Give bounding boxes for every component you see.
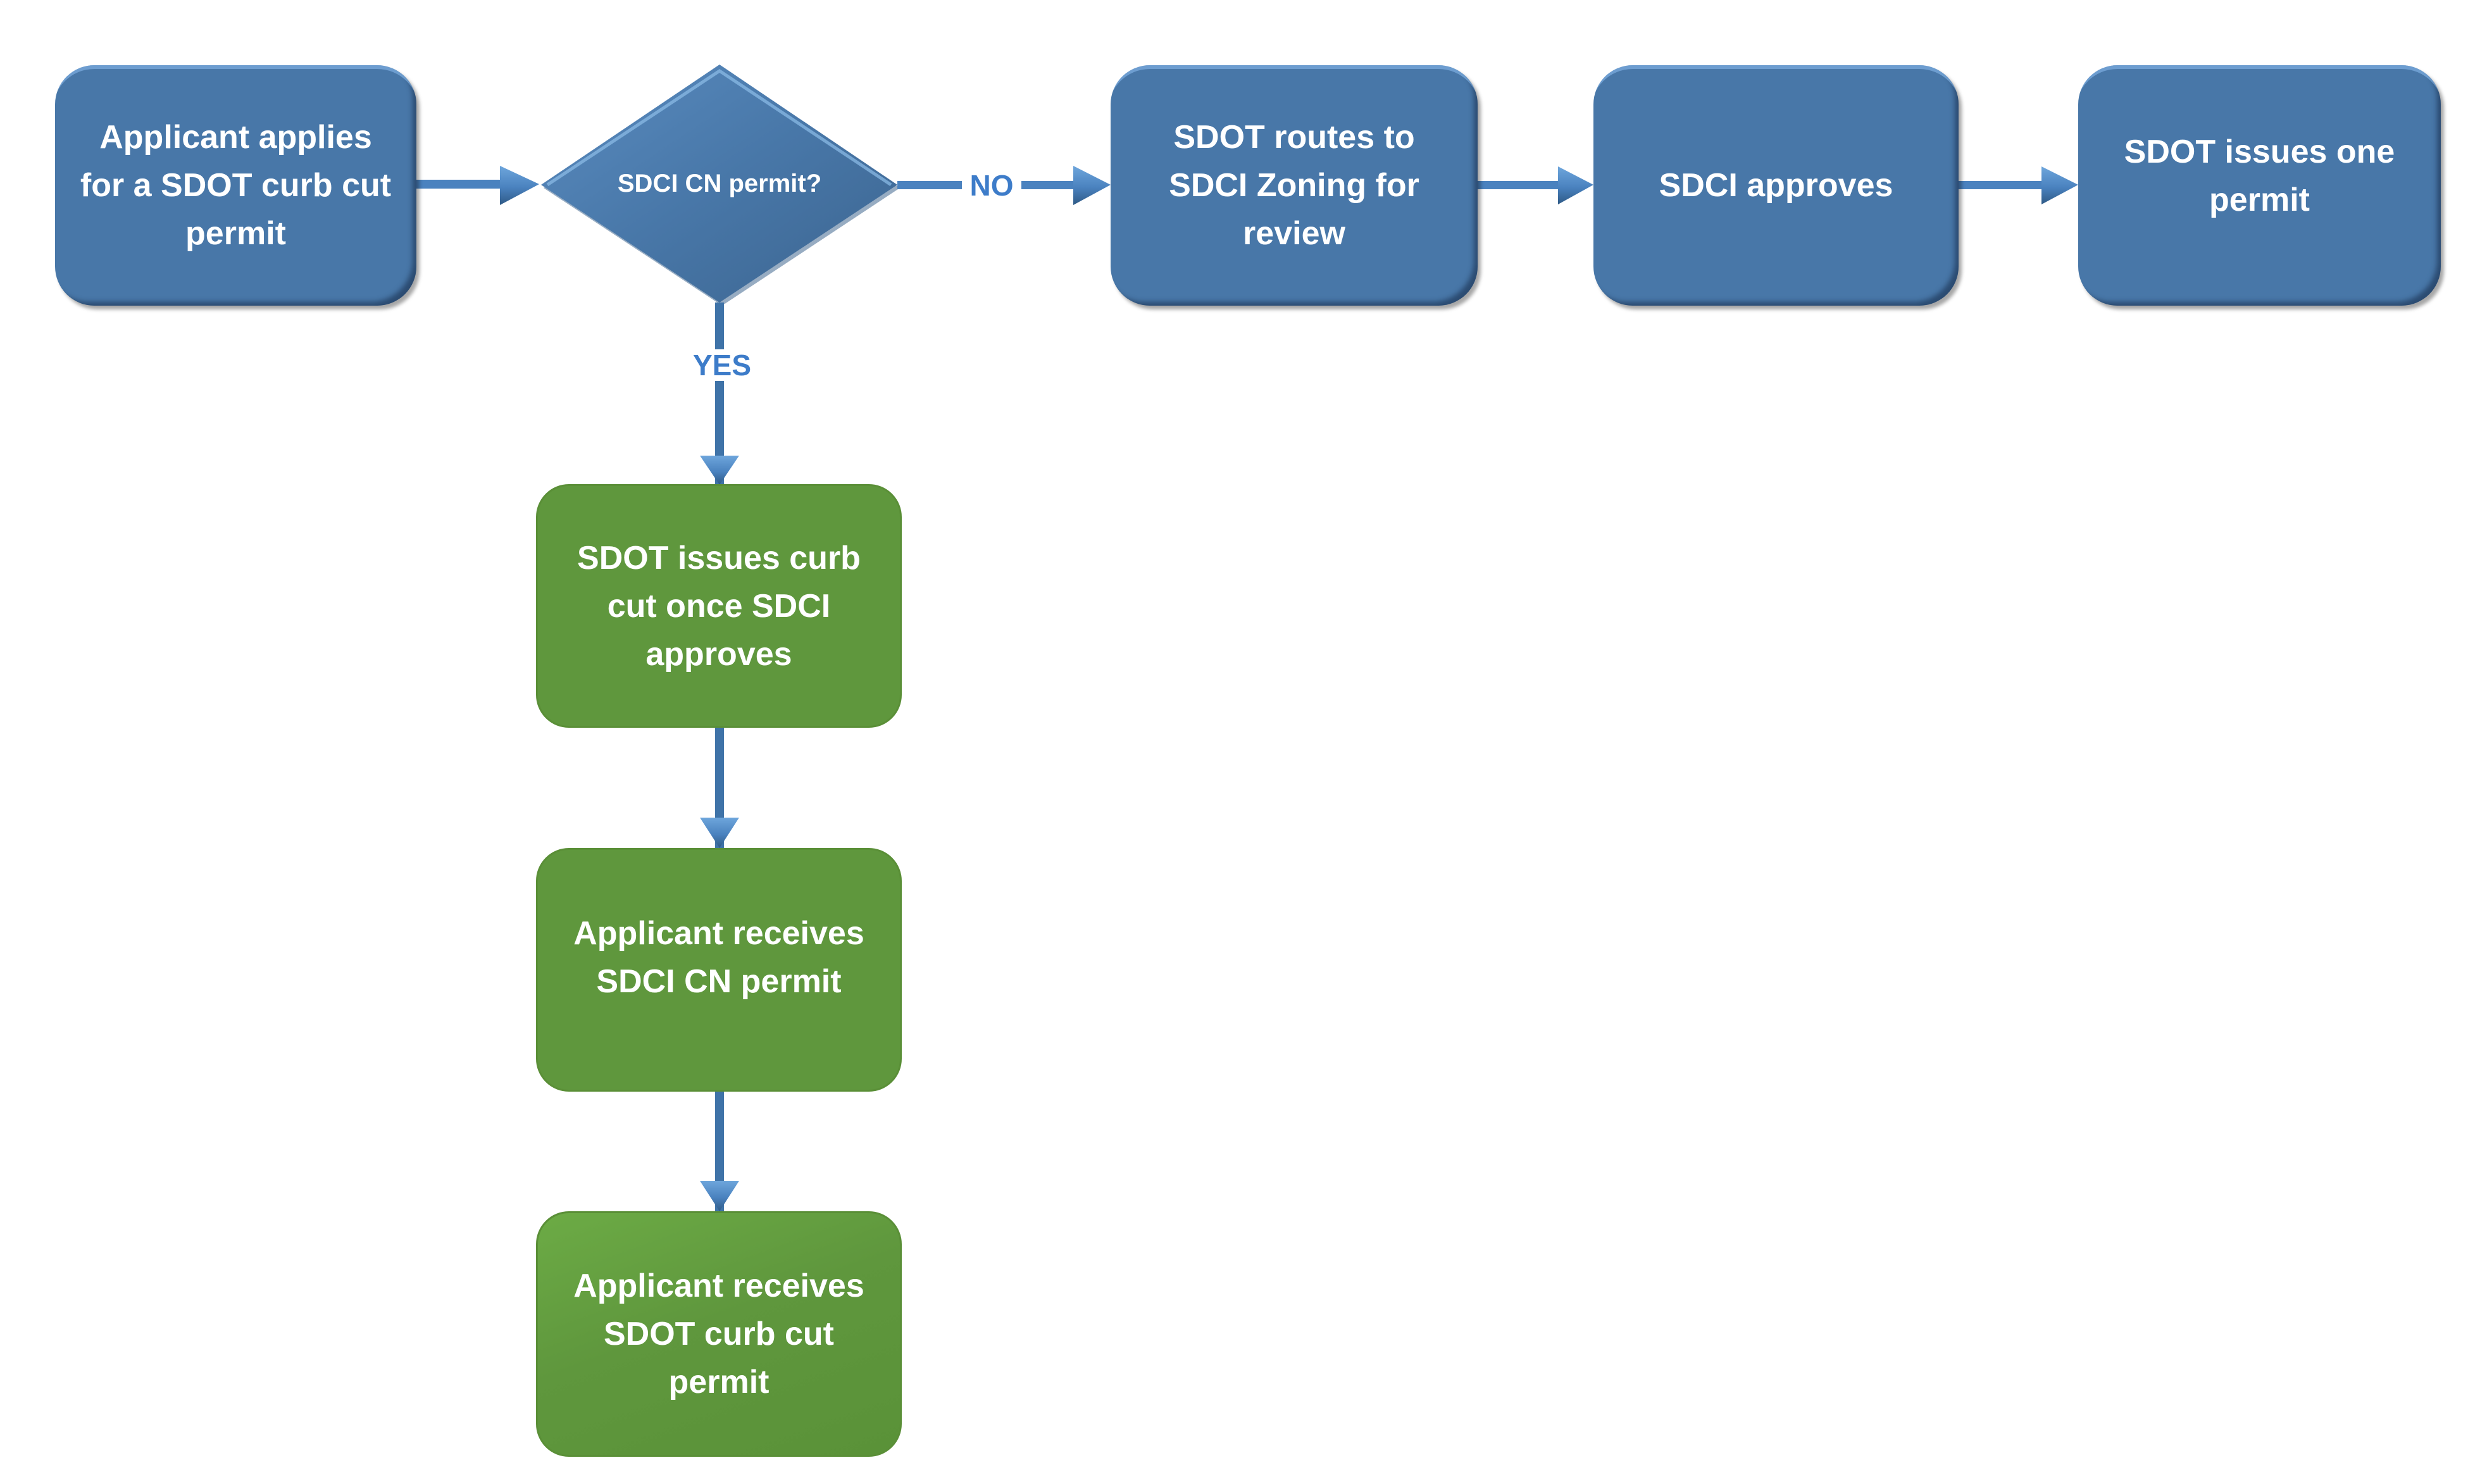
node-sdci-approves-text: SDCI approves <box>1659 167 1893 204</box>
arrowhead-icon <box>1073 166 1111 205</box>
node-receives-cn-permit[interactable]: Applicant receives SDCI CN permit <box>536 848 902 1092</box>
connector-issues-to-receives-cn <box>700 728 739 848</box>
connector-line <box>416 180 505 189</box>
arrowhead-icon <box>700 1181 739 1211</box>
arrowhead-icon <box>1558 166 1593 204</box>
node-receives-curb-cut-permit[interactable]: Applicant receives SDOT curb cut permit <box>536 1211 902 1457</box>
node-one-permit[interactable]: SDOT issues one permit <box>2078 65 2441 306</box>
node-issues-curb-cut[interactable]: SDOT issues curb cut once SDCI approves <box>536 484 902 728</box>
node-receives-curb-cut-permit-text: Applicant receives SDOT curb cut permit <box>573 1268 864 1400</box>
node-issues-curb-cut-text: SDOT issues curb cut once SDCI approves <box>577 539 861 673</box>
connector-apply-to-decision <box>416 166 539 205</box>
connector-line <box>715 302 724 486</box>
connector-approves-to-one-permit <box>1959 166 2078 204</box>
arrowhead-icon <box>500 166 539 205</box>
arrowhead-icon <box>700 818 739 848</box>
node-apply-text: Applicant applies for a SDOT curb cut pe… <box>80 119 392 252</box>
node-sdci-approves[interactable]: SDCI approves <box>1593 65 1959 306</box>
node-route-to-zoning-text: SDOT routes to SDCI Zoning for review <box>1169 119 1419 252</box>
connector-receives-cn-to-receives-curb-cut <box>700 1092 739 1212</box>
connector-route-to-approves <box>1478 166 1593 204</box>
arrowhead-icon <box>700 456 739 485</box>
edge-label-yes-text: YES <box>692 349 752 382</box>
edge-label-no: NO <box>962 170 1021 201</box>
connector-decision-to-issues-curb-cut <box>700 302 739 486</box>
edge-label-yes: YES <box>687 349 757 381</box>
node-apply[interactable]: Applicant applies for a SDOT curb cut pe… <box>55 65 416 306</box>
arrowhead-icon <box>2041 166 2078 204</box>
node-route-to-zoning[interactable]: SDOT routes to SDCI Zoning for review <box>1111 65 1478 306</box>
decision-diamond[interactable] <box>541 65 900 306</box>
connector-line <box>1959 181 2042 189</box>
node-one-permit-text: SDOT issues one permit <box>2124 134 2395 218</box>
connector-line <box>1478 181 1560 189</box>
node-receives-cn-permit-text: Applicant receives SDCI CN permit <box>573 914 864 1000</box>
edge-label-no-text: NO <box>969 169 1014 202</box>
